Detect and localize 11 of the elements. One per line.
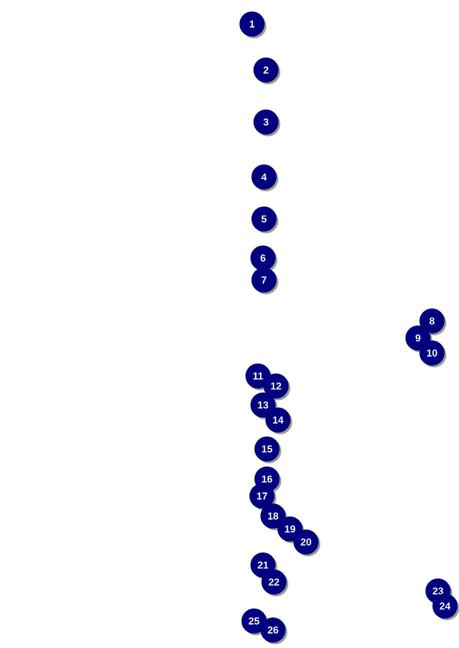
callout-number: 26 <box>260 617 288 644</box>
callout-number: 5 <box>251 206 278 234</box>
callout-number: 7 <box>251 267 278 294</box>
callout-number: 14 <box>265 407 292 434</box>
callout-number: 10 <box>419 340 446 368</box>
callout-number: 15 <box>254 436 282 464</box>
callout-number: 3 <box>253 109 280 136</box>
callout-number: 1 <box>239 11 266 38</box>
callout-number: 2 <box>253 57 280 84</box>
callout-number: 22 <box>261 569 288 596</box>
callout-number: 4 <box>251 164 278 192</box>
